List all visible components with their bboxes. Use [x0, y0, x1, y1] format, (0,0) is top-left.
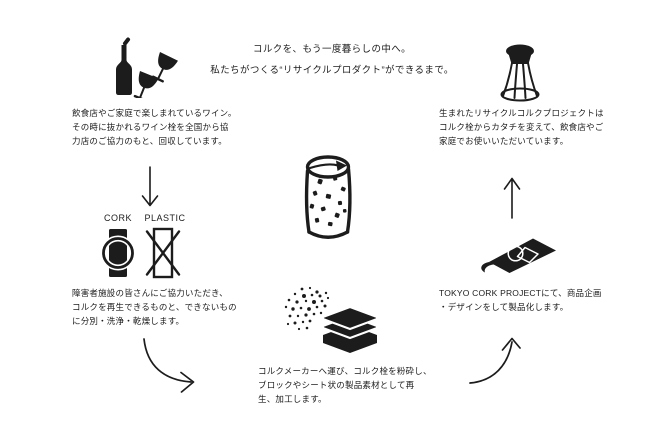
step-collect-caption: 飲食店やご家庭で楽しまれているワイン。 その時に抜かれるワイン栓を全国から協 力… [72, 106, 240, 148]
curved-arrow-right-icon [143, 338, 195, 393]
granule-particles [284, 286, 330, 331]
wine-bottle-and-glasses-icon [116, 37, 178, 98]
caption-line: 生まれたリサイクルコルクプロジェクトは [439, 108, 604, 118]
cork-stool-icon [500, 44, 540, 102]
speckled-cork-icon [304, 155, 352, 239]
step-use-caption: 生まれたリサイクルコルクプロジェクトは コルク栓からカタチを変えて、飲食店やご … [439, 106, 614, 148]
caption-line: TOKYO CORK PROJECTにて、商品企画 [439, 288, 602, 298]
caption-line: に分別・洗浄・乾燥します。 [72, 316, 185, 326]
caption-line: 力店のご協力のもと、回収しています。 [72, 136, 227, 146]
step-sort-caption: 障害者施設の皆さんにご協力いただき、 コルクを再生できるものと、できないもの に… [72, 286, 242, 328]
caption-line: コルクを再生できるものと、できないもの [72, 302, 237, 312]
caption-line: 家庭でお使いいただいています。 [439, 136, 569, 146]
caption-line: ブロックやシート状の製品素材として再 [258, 380, 415, 390]
plastic-rejected-badge-icon [145, 227, 181, 279]
stacked-sheets [322, 305, 378, 353]
page-title: コルクを、もう一度暮らしの中へ。 私たちがつくる“リサイクルプロダクト”ができる… [14, 39, 650, 81]
arrow-up-icon [503, 177, 521, 219]
cork-badge-label: CORK [103, 213, 132, 223]
step-crush-caption: コルクメーカーへ運び、コルク栓を粉砕し、 ブロックやシート状の製品素材として再 … [258, 364, 436, 406]
title-line-1: コルクを、もう一度暮らしの中へ。 [252, 44, 412, 55]
cork-speckles [309, 175, 347, 227]
caption-line: 生、加工します。 [258, 394, 327, 404]
design-blueprint-sheet-icon [481, 238, 556, 273]
arrow-down-icon [141, 166, 159, 207]
caption-line: コルク栓からカタチを変えて、飲食店やご [439, 122, 604, 132]
caption-line: 飲食店やご家庭で楽しまれているワイン。 [72, 108, 237, 118]
cork-granules-and-sheets-icon [284, 286, 378, 353]
caption-line: その時に抜かれるワイン栓を全国から協 [72, 122, 229, 132]
curved-arrow-up-icon [469, 337, 521, 384]
caption-line: コルクメーカーへ運び、コルク栓を粉砕し、 [258, 366, 432, 376]
plastic-badge-label: PLASTIC [144, 213, 186, 223]
title-line-2: 私たちがつくる“リサイクルプロダクト”ができるまで。 [210, 65, 454, 76]
caption-line: ・デザインをして製品化します。 [439, 302, 569, 312]
caption-line: 障害者施設の皆さんにご協力いただき、 [72, 288, 228, 298]
cork-accepted-badge-icon [100, 229, 136, 277]
step-design-caption: TOKYO CORK PROJECTにて、商品企画 ・デザインをして製品化します… [439, 286, 619, 314]
